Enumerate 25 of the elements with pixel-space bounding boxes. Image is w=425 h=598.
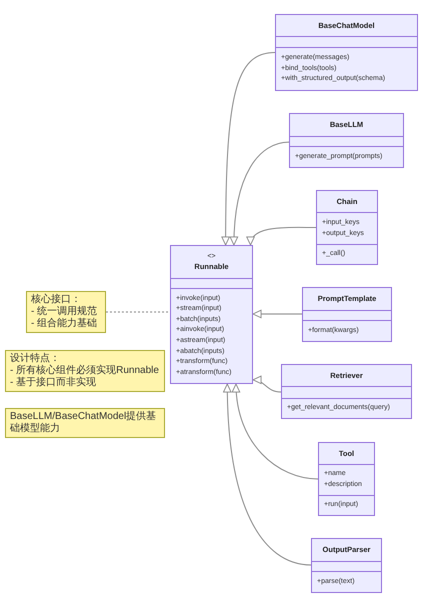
note-text: - 统一调用规范 <box>31 306 98 318</box>
inheritance-arrow <box>230 142 290 246</box>
note-text: - 组合能力基础 <box>31 318 98 330</box>
note-text: - 基于接口而非实现 <box>10 377 96 389</box>
note-box <box>5 350 165 392</box>
note-box <box>5 408 165 438</box>
class-box <box>170 245 253 384</box>
class-box <box>275 14 418 91</box>
inheritance-arrow <box>248 226 316 246</box>
class-box <box>302 287 392 342</box>
inheritance-arrow <box>221 52 276 246</box>
class-box <box>316 190 378 265</box>
class-box <box>289 113 404 168</box>
note-text: 核心接口： <box>31 294 81 306</box>
inheritance-arrow <box>252 376 282 393</box>
inheritance-arrow <box>252 310 302 318</box>
note-box <box>26 291 106 333</box>
note-text: 设计特点： <box>10 353 60 364</box>
class-box <box>311 538 382 593</box>
inheritance-arrow <box>232 384 318 480</box>
class-box <box>318 442 375 516</box>
class-box <box>281 364 412 419</box>
inheritance-arrow <box>223 384 312 566</box>
note-text: BaseLLM/BaseChatModel提供基础模型能力 <box>10 411 158 435</box>
note-text: - 所有核心组件必须实现Runnable <box>10 365 159 376</box>
